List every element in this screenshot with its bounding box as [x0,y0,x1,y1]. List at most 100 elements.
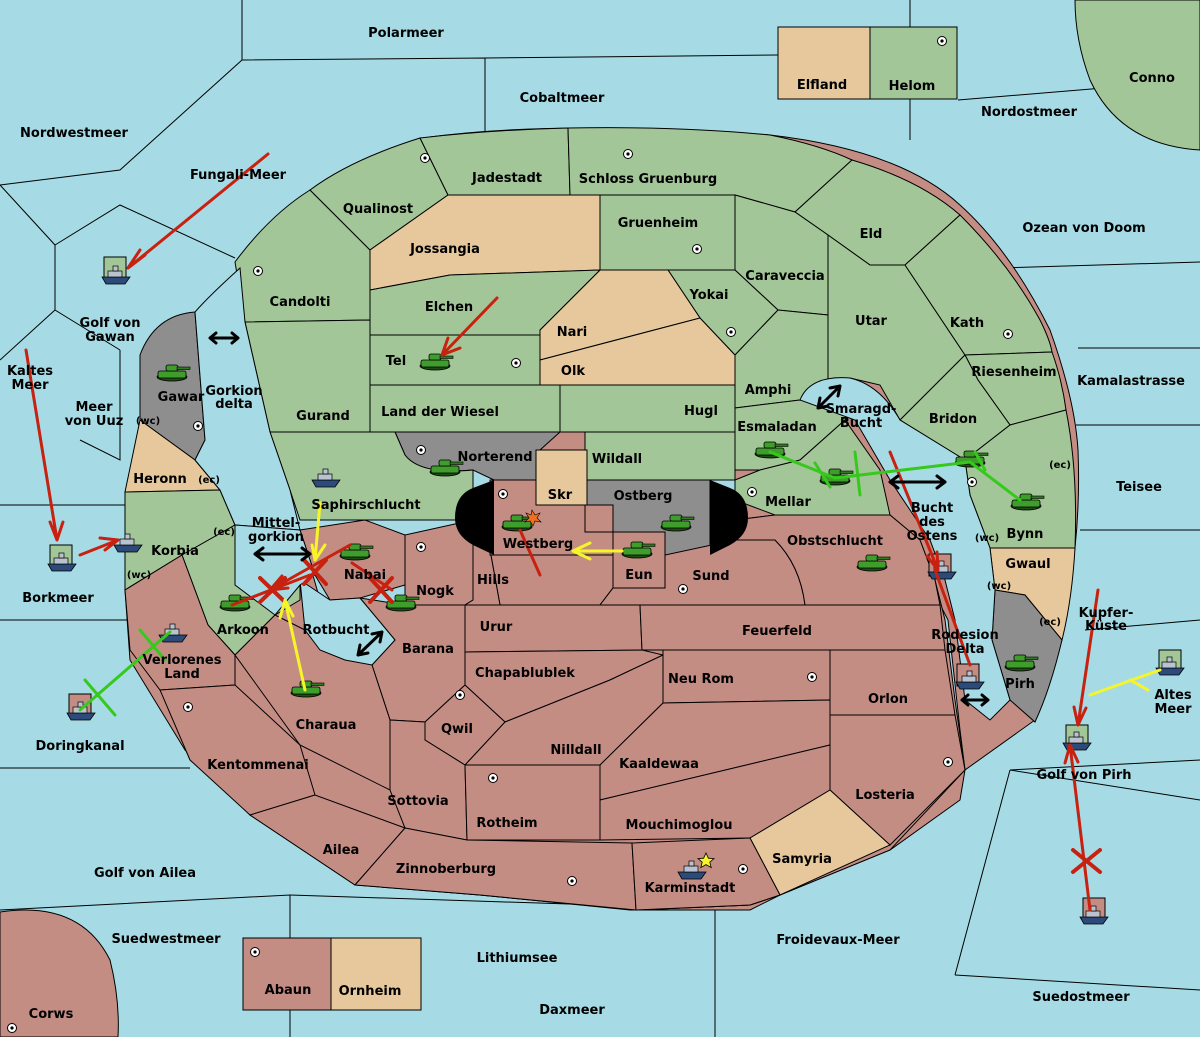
label-esmaladan: Esmaladan [737,420,817,435]
label-smaragd-bucht-2: Bucht [840,416,882,431]
label-hugl: Hugl [684,404,718,419]
region-elfland[interactable] [777,26,871,100]
label-nordostmeer: Nordostmeer [981,105,1078,120]
label-mittelgorkion-1: Mittel- [252,516,301,531]
label-borkmeer: Borkmeer [22,591,94,606]
label-gwaul: Gwaul [1005,557,1050,572]
label-verlorenes-land-1: Verlorenes [142,653,221,668]
label-golf-von-gawan-1: Golf von [80,316,141,331]
label-corws: Corws [29,1007,74,1022]
label-froidevaux-meer: Froidevaux-Meer [776,933,900,948]
label-jossangia: Jossangia [409,242,480,257]
label-saphirschlucht: Saphirschlucht [311,498,420,513]
label-kaaldewaa: Kaaldewaa [619,757,699,772]
label-suedwestmeer: Suedwestmeer [111,932,221,947]
label-nordwestmeer: Nordwestmeer [20,126,128,141]
label-candolti: Candolti [270,295,331,310]
label-feuerfeld: Feuerfeld [742,624,812,639]
label-ec-korbia: (ec) [213,527,235,538]
label-obstschlucht: Obstschlucht [787,534,883,549]
order-lines [24,152,1162,912]
label-eun: Eun [625,568,652,583]
label-rotheim: Rotheim [476,816,537,831]
region-conno[interactable] [1074,0,1200,151]
label-meer-von-uuz-1: Meer [76,400,114,415]
label-bridon: Bridon [929,412,977,427]
label-elchen: Elchen [425,300,473,315]
label-lithiumsee: Lithiumsee [477,951,558,966]
label-teisee: Teisee [1116,480,1162,495]
label-samyria: Samyria [772,852,832,867]
label-golf-von-ailea: Golf von Ailea [94,866,196,881]
region-labels: Polarmeer Cobaltmeer Elfland Helom Conno… [7,26,1192,1022]
label-ec-heronn: (ec) [198,475,220,486]
label-neu-rom: Neu Rom [668,672,734,687]
label-fungali-meer: Fungali-Meer [190,168,287,183]
region-mittelgorkion[interactable] [234,524,316,616]
label-rodesion-delta-1: Rodesion [931,628,998,643]
label-olk: Olk [561,364,586,379]
region-gorkion-delta[interactable] [194,266,301,531]
region-ornheim[interactable] [330,937,422,1011]
region-kath[interactable] [904,214,1053,356]
label-tel: Tel [386,354,406,369]
label-smaragd-bucht-1: Smaragd- [826,402,897,417]
label-utar: Utar [855,314,888,329]
region-corws[interactable] [0,909,119,1037]
label-losteria: Losteria [855,788,915,803]
label-gurand: Gurand [296,409,350,424]
label-heronn: Heronn [133,472,187,487]
label-conno: Conno [1129,71,1175,86]
label-kupferkueste-1: Kupfer- [1079,606,1134,621]
coast-labels: (wc) (ec) (ec) (wc) (ec) (wc) (wc) (ec) [127,416,1071,628]
label-kamalastrasse: Kamalastrasse [1077,374,1185,389]
label-urur: Urur [480,620,513,635]
label-gawar: Gawar [158,390,205,405]
region-verlorenes-land[interactable] [124,554,236,691]
label-mittelgorkion-2: gorkion [248,530,304,545]
explosion-icon [524,509,542,527]
label-elfland: Elfland [797,78,847,93]
label-abaun: Abaun [265,983,312,998]
label-qwil: Qwil [441,722,473,737]
label-wc-bynn: (wc) [975,533,999,544]
label-arkoon: Arkoon [217,623,269,638]
region-karminstadt[interactable] [631,837,781,911]
label-kupferkueste-2: Küste [1085,619,1127,634]
label-caraveccia: Caraveccia [745,269,824,284]
label-ornheim: Ornheim [339,984,402,999]
region-pirh[interactable] [991,589,1063,723]
label-helom: Helom [889,79,936,94]
label-nabai: Nabai [344,568,386,583]
label-yokai: Yokai [688,288,728,303]
label-gruenheim: Gruenheim [618,216,698,231]
label-daxmeer: Daxmeer [539,1003,605,1018]
label-charaua: Charaua [296,718,357,733]
label-ec-bynn: (ec) [1049,460,1071,471]
label-barana: Barana [402,642,454,657]
region-gruenheim[interactable] [599,194,736,271]
label-norterend: Norterend [457,450,532,465]
label-mellar: Mellar [765,495,811,510]
label-bynn: Bynn [1007,527,1044,542]
label-rotbucht: Rotbucht [303,623,370,638]
label-wildall: Wildall [592,452,642,467]
region-obstschlucht[interactable] [734,514,941,606]
label-wc-gawar: (wc) [136,416,160,427]
label-nari: Nari [557,325,588,340]
label-ailea: Ailea [323,843,360,858]
label-orlon: Orlon [868,692,908,707]
label-wc-korbia: (wc) [127,570,151,581]
label-gorkion-delta-2: delta [215,397,253,412]
label-ozean-von-doom: Ozean von Doom [1022,221,1145,236]
label-westberg: Westberg [503,537,573,552]
label-polarmeer: Polarmeer [368,26,444,41]
castle-wall-east [710,480,748,555]
label-golf-von-gawan-2: Gawan [85,330,134,345]
label-nilldall: Nilldall [550,743,601,758]
label-sund: Sund [692,569,729,584]
label-qualinost: Qualinost [343,202,413,217]
label-pirh: Pirh [1005,677,1035,692]
